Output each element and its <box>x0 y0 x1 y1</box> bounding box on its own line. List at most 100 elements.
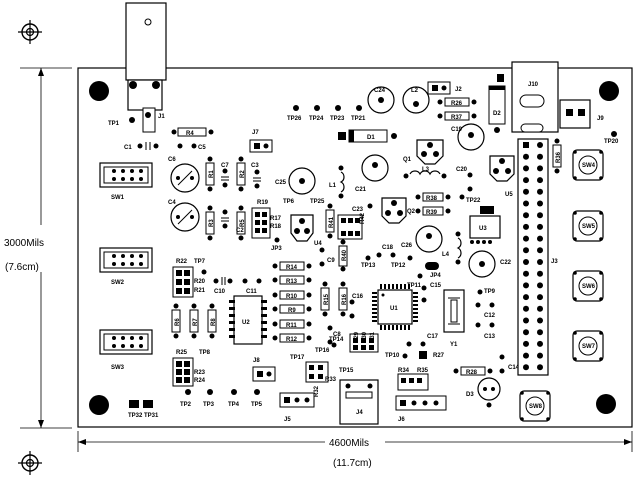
component-label: J8 <box>253 358 260 364</box>
j3-pin <box>523 352 529 359</box>
component-label: TP8 <box>199 350 211 356</box>
j3-pin <box>523 247 529 254</box>
component-label: R18 <box>270 224 282 230</box>
r3-resistor <box>205 205 215 241</box>
j3-pin <box>523 200 529 207</box>
component-label: C12 <box>484 313 496 319</box>
r38-resistor <box>415 192 451 202</box>
resistor-stack <box>272 261 312 343</box>
registration-target-icon <box>18 451 42 475</box>
j3-pin <box>523 294 529 301</box>
component-label: TP15 <box>339 368 354 374</box>
component-label: D2 <box>493 111 501 117</box>
component-label: J7 <box>252 130 259 136</box>
j3-pin <box>537 223 543 230</box>
component-label: C19 <box>451 127 463 133</box>
component-label: R4 <box>186 131 194 137</box>
component-label: R19 <box>257 200 269 206</box>
c18-capacitor <box>376 252 396 258</box>
c20-capacitor <box>467 172 473 192</box>
component-label: R25 <box>176 350 188 356</box>
sw6-switch <box>572 270 604 302</box>
j6-connector <box>395 395 447 411</box>
c13-capacitor <box>475 322 495 328</box>
component-label: TP17 <box>290 355 305 361</box>
j9-connector <box>559 99 591 129</box>
d1-diode <box>338 129 397 143</box>
component-label: TP24 <box>309 116 324 122</box>
c8-capacitor <box>327 325 333 345</box>
sw4-switch <box>572 149 604 181</box>
r15-r16-resistors <box>320 281 348 317</box>
j3-pin <box>523 364 529 371</box>
component-label: J4 <box>356 410 363 416</box>
component-label: R30 <box>362 331 368 343</box>
j3-pin <box>523 340 529 347</box>
r2-resistor <box>236 156 246 192</box>
j3-pin <box>523 305 529 312</box>
c1-capacitor <box>137 142 159 150</box>
component-label: R5 <box>240 219 246 227</box>
j3-pin <box>523 177 529 184</box>
u3-ic <box>469 215 501 239</box>
component-label: R11 <box>286 323 297 329</box>
j3-pin <box>537 177 543 184</box>
component-label: C2 <box>236 228 244 234</box>
j3-pin <box>537 329 543 336</box>
j3-pin <box>537 200 543 207</box>
r42-network <box>337 214 363 240</box>
j3-header <box>517 138 549 376</box>
r26-resistor <box>437 97 477 107</box>
u1-microcontroller <box>372 284 418 330</box>
component-label: C16 <box>352 294 364 300</box>
r28-resistor <box>453 366 493 376</box>
y1-crystal <box>443 289 465 333</box>
component-label: L4 <box>442 252 450 258</box>
component-label: C6 <box>168 157 176 163</box>
c19-capacitor <box>457 123 485 151</box>
component-label: SW6 <box>582 284 596 290</box>
j3-pin <box>523 153 529 160</box>
c2-capacitor <box>221 209 229 229</box>
c24-capacitor <box>367 86 395 114</box>
height-mils-label: 3000Mils <box>4 238 44 249</box>
sw3-switch <box>99 329 153 355</box>
component-label: TP4 <box>228 402 240 408</box>
component-label: R17 <box>270 216 282 222</box>
component-label: R15 <box>324 293 330 305</box>
j4-connector <box>339 379 379 425</box>
component-label: C22 <box>500 260 512 266</box>
component-label: J2 <box>455 87 462 93</box>
component-label: R42 <box>360 212 366 224</box>
component-label: TP26 <box>287 116 302 122</box>
component-label: TP5 <box>251 402 263 408</box>
component-label: L3 <box>422 167 430 173</box>
component-label: R12 <box>286 337 298 343</box>
height-dimension <box>20 67 72 429</box>
width-cm-label: (11.7cm) <box>333 458 372 469</box>
component-label: TP20 <box>604 139 619 145</box>
component-label: TP3 <box>203 402 215 408</box>
j3-pin <box>537 259 543 265</box>
j1-connector <box>125 2 167 133</box>
c6-trimmer <box>170 163 200 193</box>
component-label: JP3 <box>271 246 282 252</box>
j3-pin <box>523 317 529 324</box>
j3-pin <box>537 352 543 359</box>
component-label: TP21 <box>351 116 366 122</box>
component-label: D3 <box>466 392 474 398</box>
component-label: TP32 <box>128 413 143 419</box>
component-label: R36 <box>556 151 562 163</box>
component-label: C1 <box>124 145 132 151</box>
component-label: TP11 <box>407 283 422 289</box>
j3-pins <box>523 142 543 371</box>
j3-pin <box>537 340 543 347</box>
l2-inductor <box>402 86 430 114</box>
j10-connector <box>511 61 559 133</box>
component-label: TP14 <box>329 337 344 343</box>
jp4-jumper <box>425 262 439 270</box>
component-label: Q1 <box>403 157 412 163</box>
r37-resistor <box>437 111 477 121</box>
component-label: U4 <box>314 241 322 247</box>
